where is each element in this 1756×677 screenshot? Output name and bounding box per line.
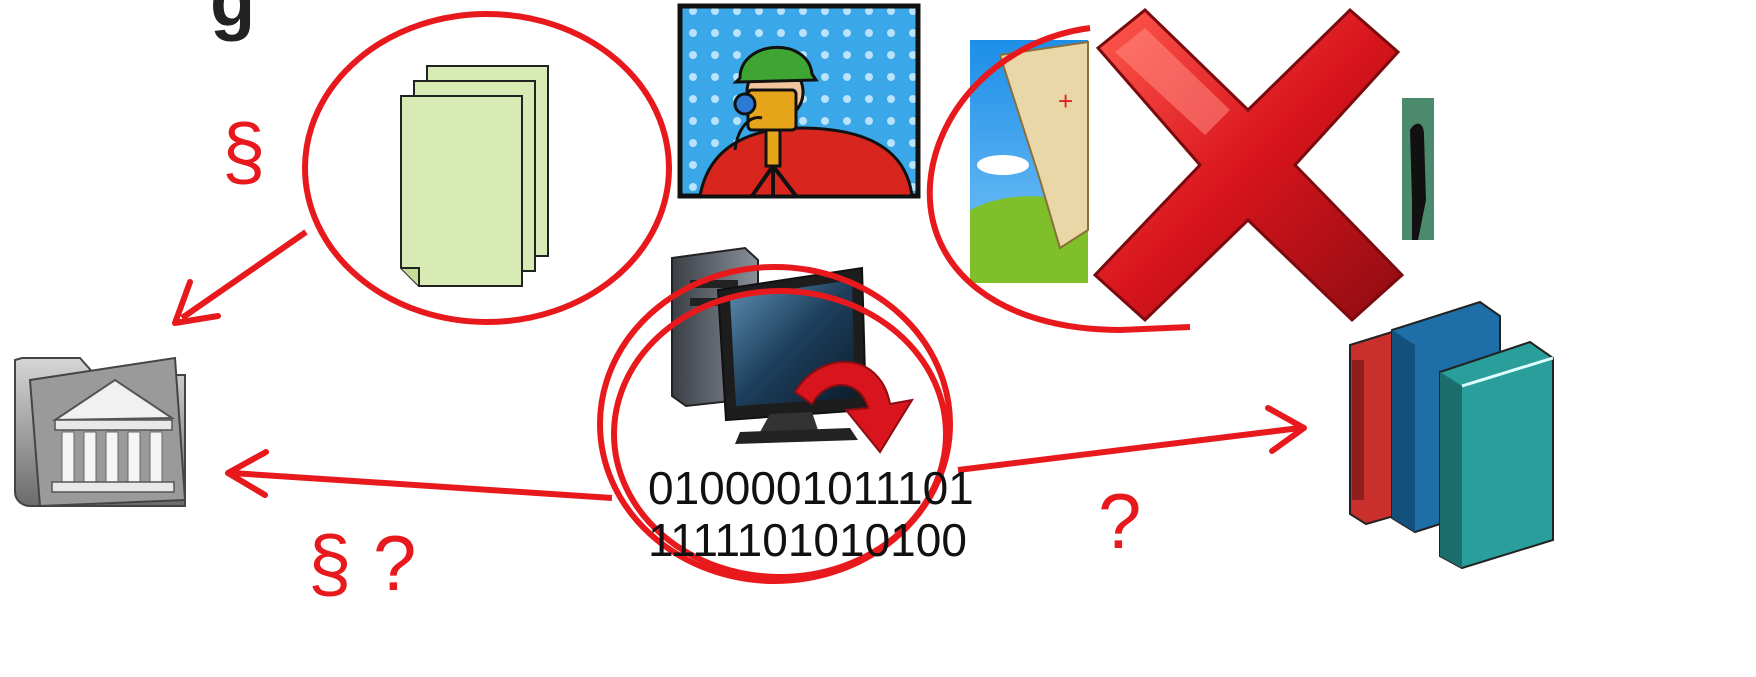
binary-text: 0100001011101 1111101010100 [648, 462, 974, 566]
computer-ellipse-inner [611, 288, 949, 580]
computer-node [597, 246, 953, 584]
old-map-node: + [926, 7, 1434, 334]
surveyor-node [677, 3, 921, 199]
question-label-right: ? [1098, 477, 1142, 565]
cross-icon [1092, 7, 1405, 323]
arrow-computer-to-library [957, 405, 1307, 473]
library-node [1349, 300, 1554, 570]
documents-ellipse [302, 11, 672, 325]
arrow-documents-to-archive [172, 229, 308, 326]
documents-node [302, 11, 672, 325]
surveyor-theodolite-icon [677, 3, 921, 199]
arrow-computer-to-archive [225, 449, 613, 501]
section-question-label: § ? [308, 519, 417, 607]
section-label-top: § [222, 107, 266, 195]
old-map-ellipse [926, 25, 1191, 334]
binary-line-1: 0100001011101 [648, 462, 974, 514]
archive-node [14, 356, 187, 508]
svg-text:+: + [1058, 86, 1073, 116]
title-fragment: g [210, 0, 256, 42]
folded-map-icon: + [970, 40, 1434, 283]
books-icon [1349, 300, 1554, 570]
stacked-pages-icon [400, 65, 549, 287]
archive-folder-icon [14, 356, 187, 508]
computer-monitor-icon [671, 246, 915, 454]
binary-line-2: 1111101010100 [648, 514, 967, 566]
computer-ellipse-outer [597, 264, 953, 584]
